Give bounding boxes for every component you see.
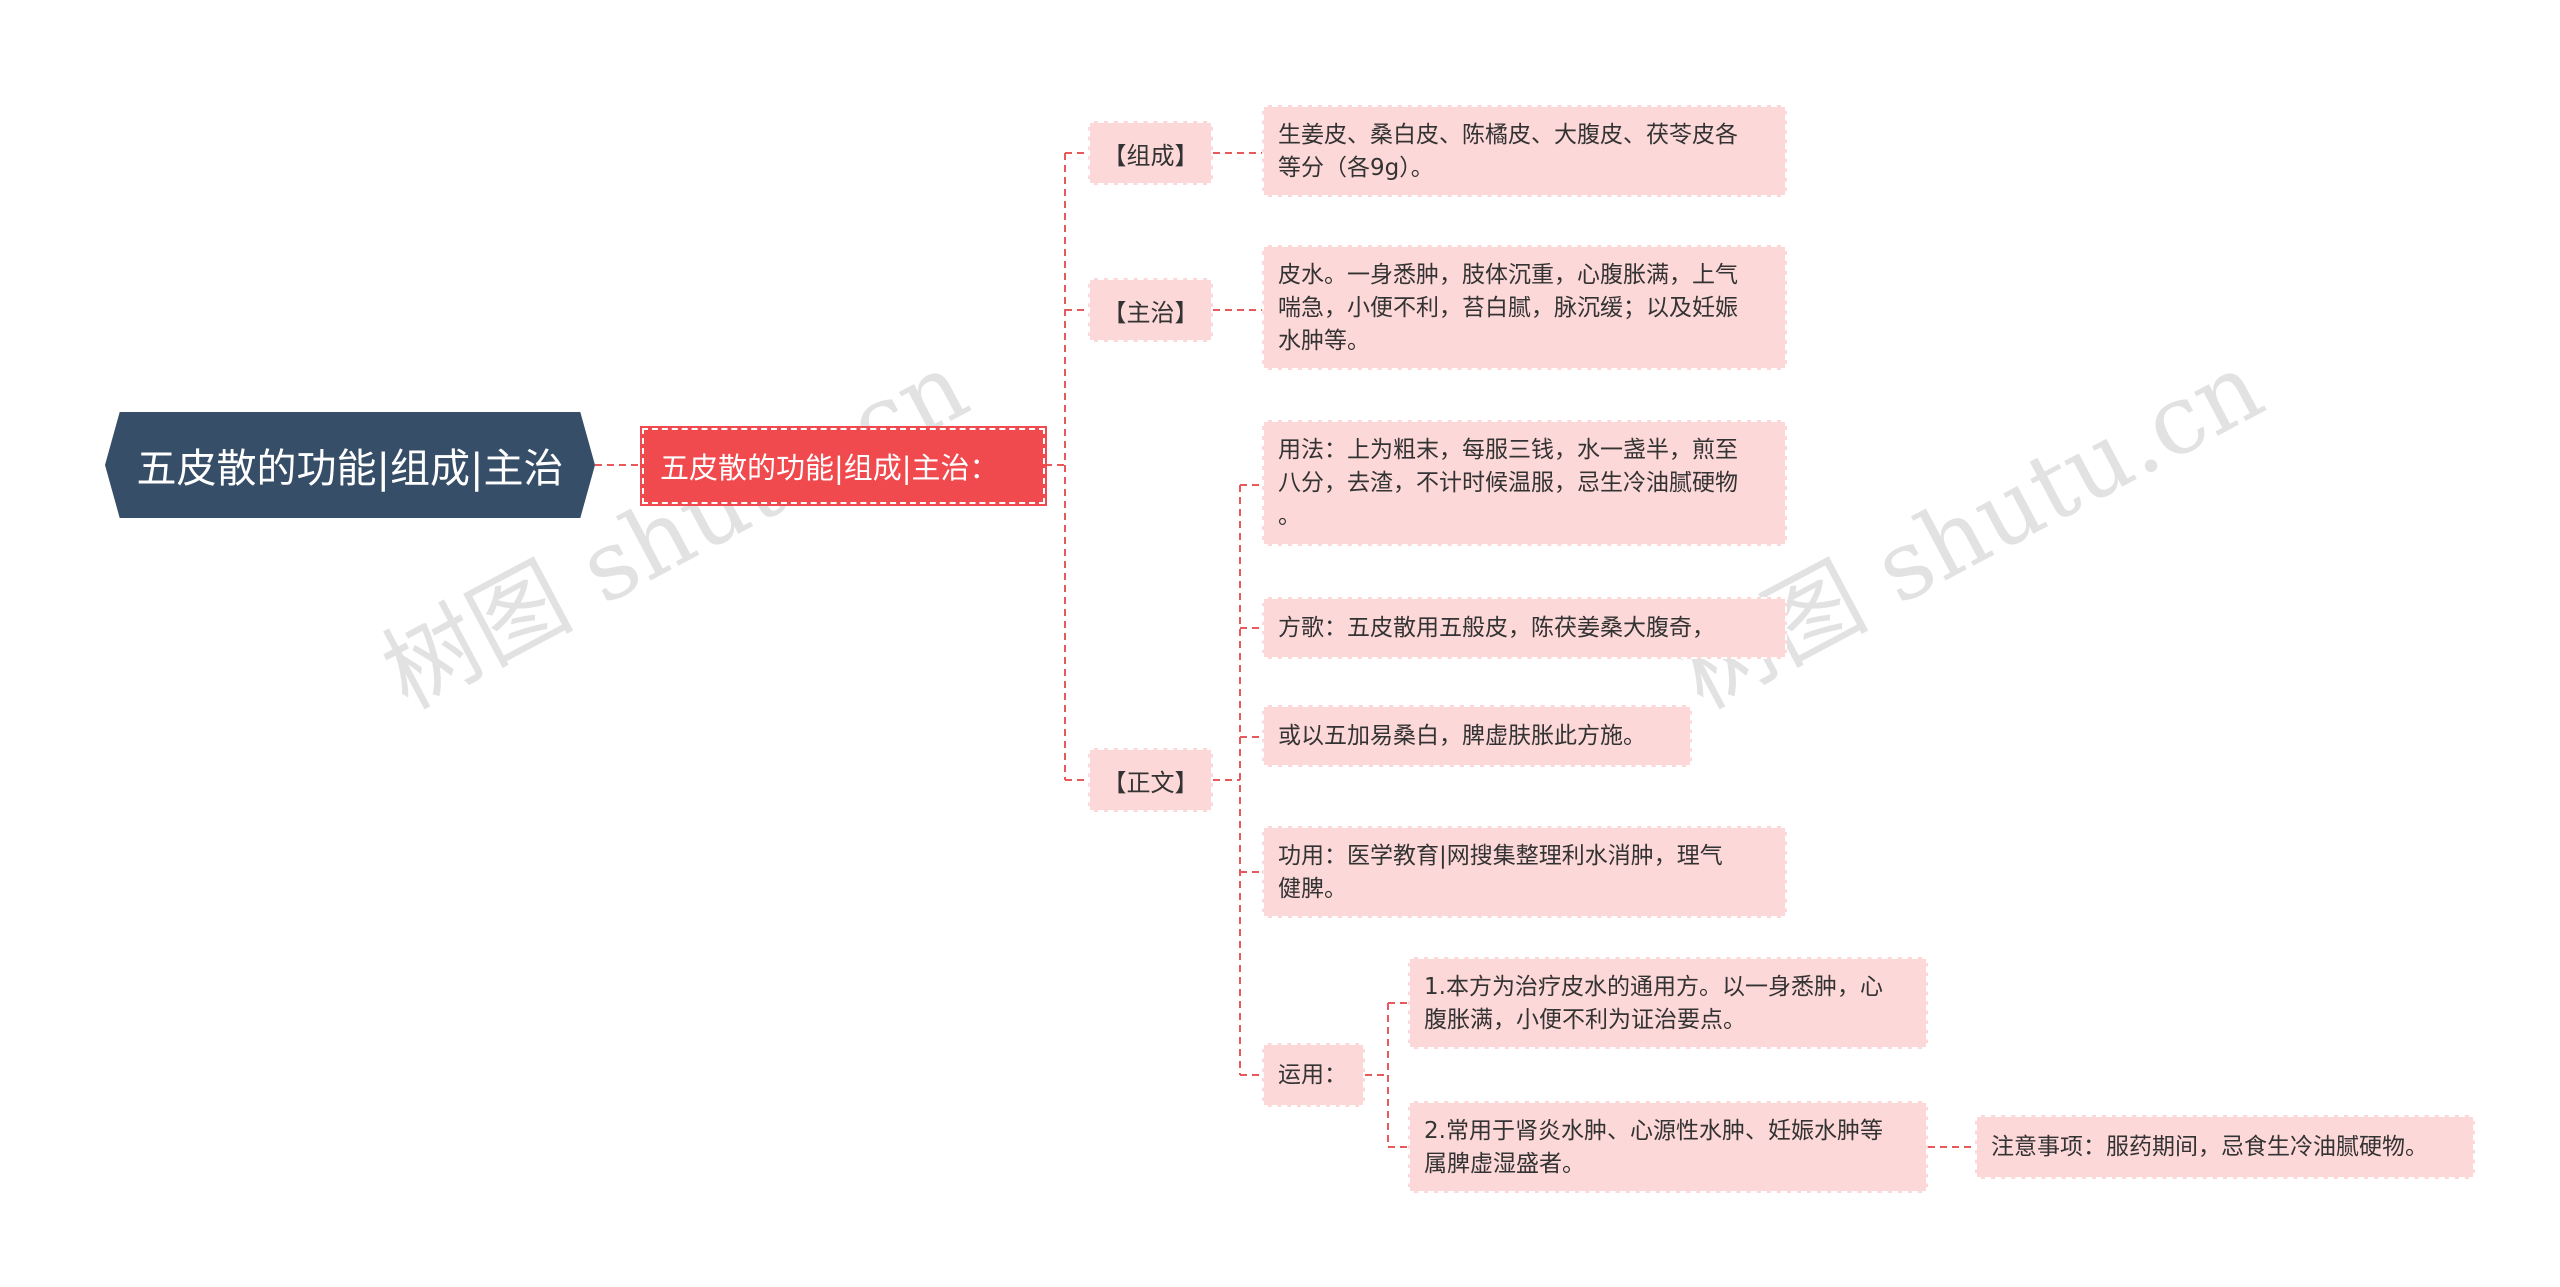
application-item-2[interactable]: 2.常用于肾炎水肿、心源性水肿、妊娠水肿等 属脾虚湿盛者。 <box>1408 1101 1928 1193</box>
text-line: 用法：上为粗末，每服三钱，水一盏半，煎至 <box>1278 437 1738 463</box>
text-line: 健脾。 <box>1278 876 1347 902</box>
text-line: 方歌：五皮散用五般皮，陈茯姜桑大腹奇， <box>1278 614 1715 641</box>
text-line: 喘急，小便不利，苔白腻，脉沉缓；以及妊娠 <box>1278 295 1738 321</box>
composition-label: 【组成】 <box>1102 141 1199 170</box>
body-label: 【正文】 <box>1102 768 1199 797</box>
precaution-note[interactable]: 注意事项：服药期间，忌食生冷油腻硬物。 <box>1975 1115 2475 1179</box>
indication-topic[interactable]: 【主治】 <box>1088 278 1213 342</box>
text-line: 八分，去渣，不计时候温服，忌生冷油腻硬物 <box>1278 470 1738 496</box>
body-topic[interactable]: 【正文】 <box>1088 748 1213 812</box>
text-line: 等分（各9g）。 <box>1278 155 1434 181</box>
text-line: 2.常用于肾炎水肿、心源性水肿、妊娠水肿等 <box>1424 1118 1883 1144</box>
indication-text[interactable]: 皮水。一身悉肿，肢体沉重，心腹胀满，上气 喘急，小便不利，苔白腻，脉沉缓；以及妊… <box>1262 245 1787 370</box>
composition-text[interactable]: 生姜皮、桑白皮、陈橘皮、大腹皮、茯苓皮各 等分（各9g）。 <box>1262 105 1787 197</box>
indication-label: 【主治】 <box>1102 298 1199 327</box>
text-line: 生姜皮、桑白皮、陈橘皮、大腹皮、茯苓皮各 <box>1278 122 1738 148</box>
text-line: 或以五加易桑白，脾虚肤胀此方施。 <box>1278 722 1646 749</box>
root-topic[interactable]: 五皮散的功能|组成|主治 <box>105 412 595 518</box>
text-line: 注意事项：服药期间，忌食生冷油腻硬物。 <box>1991 1133 2428 1160</box>
main-topic[interactable]: 五皮散的功能|组成|主治： <box>640 426 1047 506</box>
text-line: 功用：医学教育|网搜集整理利水消肿，理气 <box>1278 843 1723 869</box>
usage-text[interactable]: 用法：上为粗末，每服三钱，水一盏半，煎至 八分，去渣，不计时候温服，忌生冷油腻硬… <box>1262 420 1787 546</box>
effect-text[interactable]: 功用：医学教育|网搜集整理利水消肿，理气 健脾。 <box>1262 826 1787 918</box>
text-line: 1.本方为治疗皮水的通用方。以一身悉肿，心 <box>1424 974 1883 1000</box>
text-line: 皮水。一身悉肿，肢体沉重，心腹胀满，上气 <box>1278 262 1738 288</box>
text-line: 水肿等。 <box>1278 328 1370 354</box>
main-topic-label: 五皮散的功能|组成|主治： <box>660 451 999 485</box>
text-line: 腹胀满，小便不利为证治要点。 <box>1424 1007 1746 1033</box>
application-label: 运用： <box>1278 1061 1347 1088</box>
text-line: 。 <box>1278 503 1301 529</box>
composition-topic[interactable]: 【组成】 <box>1088 121 1213 185</box>
application-topic[interactable]: 运用： <box>1262 1043 1365 1107</box>
song-line-2[interactable]: 或以五加易桑白，脾虚肤胀此方施。 <box>1262 705 1692 767</box>
root-topic-label: 五皮散的功能|组成|主治 <box>136 446 564 492</box>
text-line: 属脾虚湿盛者。 <box>1424 1151 1585 1177</box>
application-item-1[interactable]: 1.本方为治疗皮水的通用方。以一身悉肿，心 腹胀满，小便不利为证治要点。 <box>1408 957 1928 1049</box>
song-line-1[interactable]: 方歌：五皮散用五般皮，陈茯姜桑大腹奇， <box>1262 597 1787 659</box>
